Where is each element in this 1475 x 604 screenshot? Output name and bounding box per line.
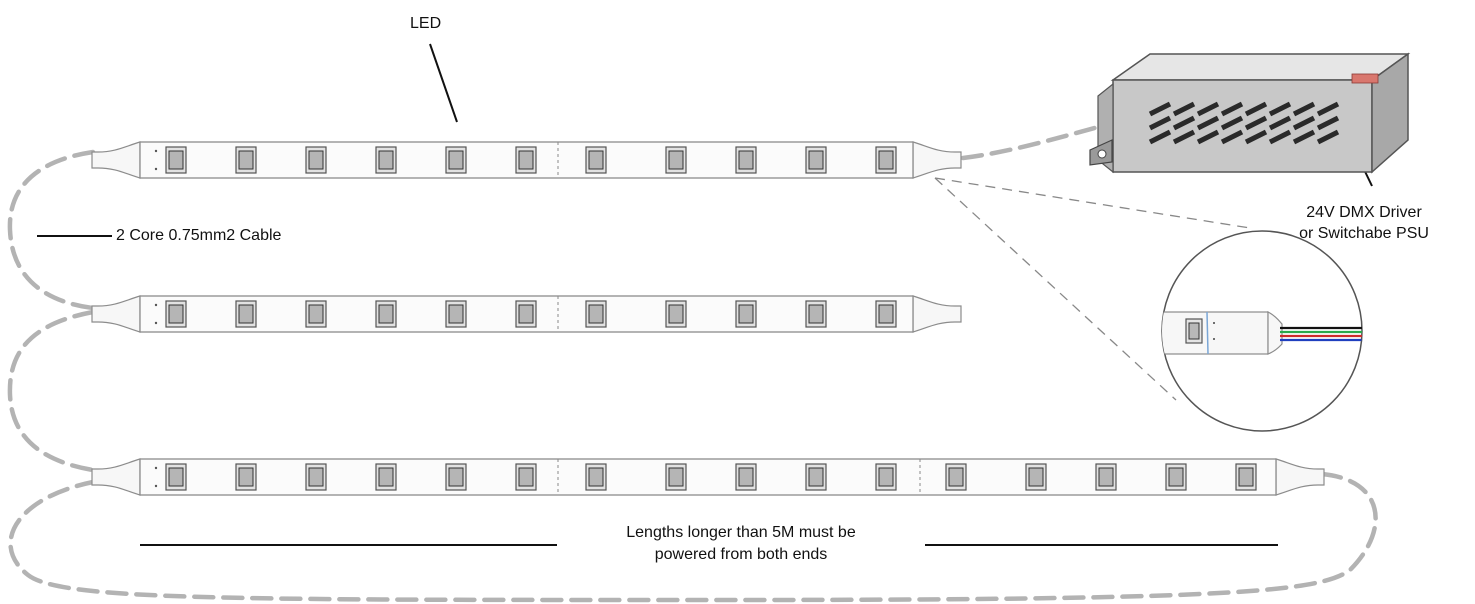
led-chip [445,300,467,328]
driver-label-line2: or Switchabe PSU [1299,225,1429,242]
magnifier-detail-icon [1161,230,1363,432]
solder-pad [154,149,158,153]
solder-pad [154,167,158,171]
strip-middle [91,295,962,333]
solder-pad [154,321,158,325]
led-chip [305,300,327,328]
cable-middle-to-bottom [7,309,96,473]
led-chip [665,300,687,328]
strip-connector-right [912,141,962,179]
driver-label-line1: 24V DMX Driver [1306,204,1422,221]
power-supply-icon [1089,52,1411,174]
led-chip [665,146,687,174]
led-chip [375,463,397,491]
cable-bottom-loop [8,471,1378,603]
solder-pad [154,303,158,307]
led-chip [585,300,607,328]
led-chip [735,300,757,328]
led-chip [235,146,257,174]
led-chip [945,463,967,491]
strip-connector-left [91,295,141,333]
solder-pad [154,484,158,488]
led-chip [1095,463,1117,491]
led-chip [445,463,467,491]
strip-bottom [91,458,1325,496]
cable-paths [7,123,1378,603]
led-chip [305,146,327,174]
cable-to-driver [960,123,1105,161]
led-chip [875,300,897,328]
led-chip [235,463,257,491]
led-chip [585,146,607,174]
led-chip [165,146,187,174]
strip-top [91,141,962,179]
strip-connector-left [91,141,141,179]
led-chip [235,300,257,328]
led-chip [515,300,537,328]
led-label: LED [410,15,442,32]
led-chip [375,146,397,174]
led-chip [515,146,537,174]
note-line2: powered from both ends [654,546,828,563]
cable-top-to-middle [7,149,96,311]
led-chip [805,463,827,491]
solder-pad [154,466,158,470]
led-chip [805,146,827,174]
led-chip [665,463,687,491]
led-chip [165,463,187,491]
led-chip [1235,463,1257,491]
strip-connector-right [912,295,962,333]
led-chip [445,146,467,174]
led-chip [735,146,757,174]
strip-connector-right [1275,458,1325,496]
cable-label: 2 Core 0.75mm2 Cable [116,227,282,244]
led-chip [735,463,757,491]
note-line1: Lengths longer than 5M must be [626,524,856,541]
strip-body [139,458,1277,496]
led-leader [429,43,458,123]
strip-connector-left [91,458,141,496]
zoom-guides [934,177,1251,401]
led-chip [805,300,827,328]
led-chip [1025,463,1047,491]
led-chip [875,146,897,174]
led-chip [875,463,897,491]
led-chip [165,300,187,328]
led-chip [585,463,607,491]
led-chip [375,300,397,328]
led-chip [515,463,537,491]
led-chip [305,463,327,491]
led-chip [1165,463,1187,491]
